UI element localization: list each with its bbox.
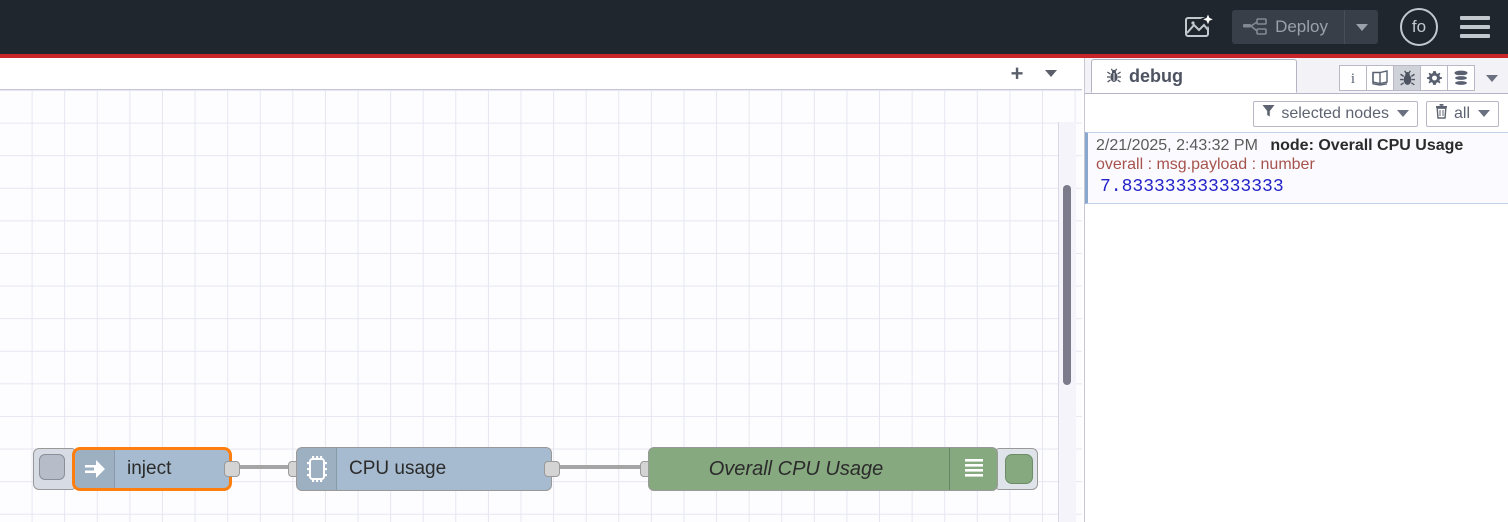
flow-workspace: + inject bbox=[0, 58, 1082, 522]
header-accent-bar bbox=[0, 54, 1508, 58]
add-flow-button[interactable]: + bbox=[1010, 60, 1024, 86]
deploy-button[interactable]: Deploy bbox=[1232, 10, 1378, 44]
hamburger-menu-icon[interactable] bbox=[1460, 11, 1490, 43]
debug-message-source-node[interactable]: node: Overall CPU Usage bbox=[1270, 137, 1464, 154]
deploy-dropdown-button[interactable] bbox=[1344, 10, 1378, 44]
debug-message-header: 2/21/2025, 2:43:32 PM node: Overall CPU … bbox=[1096, 137, 1503, 155]
trash-icon bbox=[1435, 103, 1448, 124]
chevron-down-icon bbox=[1355, 23, 1368, 31]
chevron-down-icon bbox=[1478, 110, 1490, 117]
debug-clear-label: all bbox=[1453, 104, 1470, 122]
menu-line bbox=[1460, 34, 1490, 38]
debug-enable-button[interactable] bbox=[996, 448, 1038, 490]
tab-debug[interactable]: debug bbox=[1091, 59, 1297, 93]
inject-trigger-square bbox=[39, 454, 65, 480]
cpu-node-body[interactable]: CPU usage bbox=[296, 447, 552, 491]
menu-line bbox=[1460, 16, 1490, 20]
sidebar-more-button[interactable] bbox=[1479, 65, 1505, 91]
debug-clear-button[interactable]: all bbox=[1425, 100, 1499, 127]
svg-text:i: i bbox=[1351, 71, 1355, 87]
debug-message-topic: overall : msg.payload : number bbox=[1096, 156, 1315, 173]
debug-message-value: 7.833333333333333 bbox=[1100, 177, 1284, 197]
sidebar-tab-row: debug i bbox=[1085, 58, 1508, 94]
debug-message-list[interactable]: 2/21/2025, 2:43:32 PM node: Overall CPU … bbox=[1085, 132, 1508, 522]
funnel-icon bbox=[1262, 104, 1275, 123]
menu-line bbox=[1460, 25, 1490, 29]
debug-message[interactable]: 2/21/2025, 2:43:32 PM node: Overall CPU … bbox=[1085, 132, 1508, 204]
sidebar-icon-group: i bbox=[1339, 65, 1508, 93]
bug-icon[interactable] bbox=[1393, 65, 1421, 91]
user-avatar[interactable]: fo bbox=[1400, 8, 1438, 46]
flow-node-inject[interactable]: inject bbox=[33, 447, 240, 491]
debug-enable-square bbox=[1005, 454, 1033, 484]
inject-node-label: inject bbox=[127, 458, 172, 479]
flow-node-cpu-usage[interactable]: CPU usage bbox=[288, 447, 560, 491]
debug-lines-icon bbox=[949, 448, 997, 490]
app-header: Deploy fo bbox=[0, 0, 1508, 54]
inject-trigger-button[interactable] bbox=[33, 448, 75, 490]
debug-node-label: Overall CPU Usage bbox=[708, 457, 884, 480]
debug-message-timestamp: 2/21/2025, 2:43:32 PM bbox=[1096, 137, 1258, 154]
cpu-node-label: CPU usage bbox=[349, 458, 447, 479]
image-sparkle-icon[interactable] bbox=[1178, 7, 1218, 47]
context-data-icon[interactable] bbox=[1447, 65, 1475, 91]
sidebar-panel: debug i bbox=[1084, 58, 1508, 522]
deploy-icon bbox=[1242, 17, 1268, 37]
help-book-icon[interactable] bbox=[1366, 65, 1394, 91]
wire-cpu-to-debug[interactable] bbox=[558, 465, 652, 469]
inject-output-port[interactable] bbox=[224, 461, 240, 477]
flow-tab-bar: + bbox=[0, 58, 1082, 90]
chevron-down-icon bbox=[1045, 70, 1057, 77]
debug-toolbar: selected nodes all bbox=[1085, 95, 1508, 132]
chevron-down-icon bbox=[1486, 74, 1498, 82]
cpu-output-port[interactable] bbox=[544, 461, 560, 477]
tab-debug-label: debug bbox=[1129, 65, 1183, 86]
debug-node-filter-button[interactable]: selected nodes bbox=[1253, 100, 1418, 127]
info-icon[interactable]: i bbox=[1339, 65, 1367, 91]
arrow-right-icon bbox=[75, 450, 115, 488]
flow-canvas[interactable]: inject bbox=[0, 90, 1082, 522]
microchip-icon bbox=[297, 448, 337, 490]
deploy-label: Deploy bbox=[1275, 17, 1328, 36]
wire-inject-to-cpu[interactable] bbox=[238, 465, 298, 469]
canvas-vertical-scrollbar[interactable] bbox=[1063, 185, 1071, 385]
bug-icon bbox=[1106, 68, 1122, 84]
flow-node-debug[interactable]: Overall CPU Usage bbox=[640, 447, 1038, 491]
debug-node-body[interactable]: Overall CPU Usage bbox=[648, 447, 998, 491]
chevron-down-icon bbox=[1396, 110, 1409, 117]
flow-list-menu-button[interactable] bbox=[1034, 59, 1068, 89]
debug-node-filter-label: selected nodes bbox=[1281, 104, 1389, 122]
gear-icon[interactable] bbox=[1420, 65, 1448, 91]
inject-node-body[interactable]: inject bbox=[72, 447, 232, 491]
